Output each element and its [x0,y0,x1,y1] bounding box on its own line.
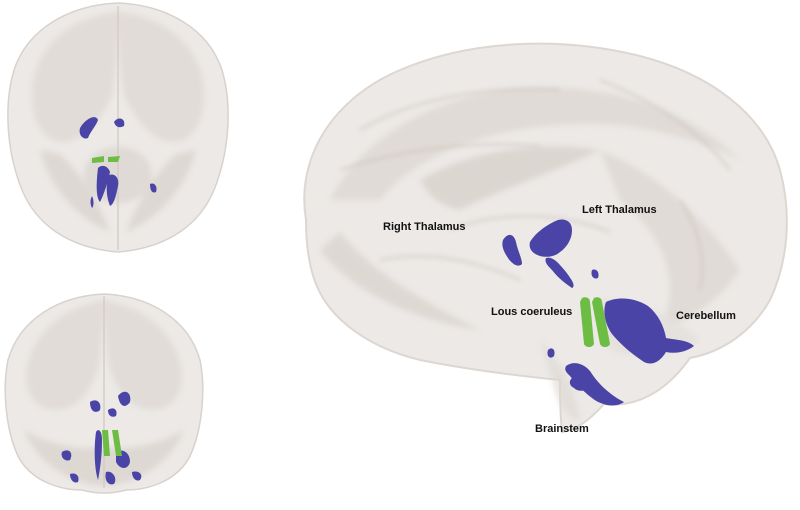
sagittal-view-brain [303,42,788,434]
coronal-locus-coeruleus [102,430,122,456]
sagittal-highlight-regions [502,219,694,406]
cerebellum-region [604,298,694,364]
label-brainstem: Brainstem [535,423,589,435]
axial-view-brain [7,2,229,253]
brainstem-region [565,363,624,406]
coronal-view-brain [4,293,204,494]
coronal-highlight-regions [61,391,142,485]
axial-locus-coeruleus [92,156,120,163]
label-right-thalamus: Right Thalamus [383,221,466,233]
axial-highlight-regions [79,117,157,208]
right-thalamus-region [502,234,522,266]
label-locus-coeruleus: Lous coeruleus [491,306,573,318]
label-cerebellum: Cerebellum [676,310,736,322]
label-left-thalamus: Left Thalamus [582,204,657,216]
left-thalamus-region [529,219,572,257]
sagittal-locus-coeruleus [580,297,610,347]
